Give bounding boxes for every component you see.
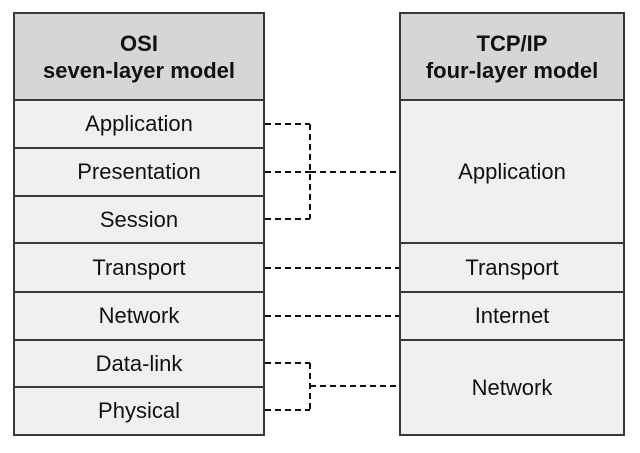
osi-layer-presentation: Presentation	[15, 149, 263, 197]
tcpip-layer-transport: Transport	[401, 244, 623, 293]
tcpip-layer-application: Application	[401, 101, 623, 244]
osi-layer-transport: Transport	[15, 244, 263, 293]
tcpip-title: TCP/IP	[476, 30, 548, 56]
osi-layer-data-link: Data-link	[15, 341, 263, 388]
osi-title: OSI	[120, 30, 158, 56]
tcpip-layer-network: Network	[471, 374, 553, 400]
osi-model-column: OSI seven-layer model Application Presen…	[13, 12, 265, 436]
osi-layer-application: Application	[15, 101, 263, 149]
tcpip-layer-internet: Internet	[401, 293, 623, 341]
tcpip-subtitle: four-layer model	[425, 57, 599, 83]
osi-layer-network: Network	[15, 293, 263, 341]
osi-subtitle: seven-layer model	[43, 57, 235, 83]
tcpip-header: TCP/IP four-layer model	[401, 14, 623, 101]
osi-header: OSI seven-layer model	[15, 14, 263, 101]
tcpip-model-column: TCP/IP four-layer model Application Tran…	[399, 12, 625, 436]
osi-layer-session: Session	[15, 197, 263, 244]
osi-layer-physical: Physical	[98, 398, 180, 423]
